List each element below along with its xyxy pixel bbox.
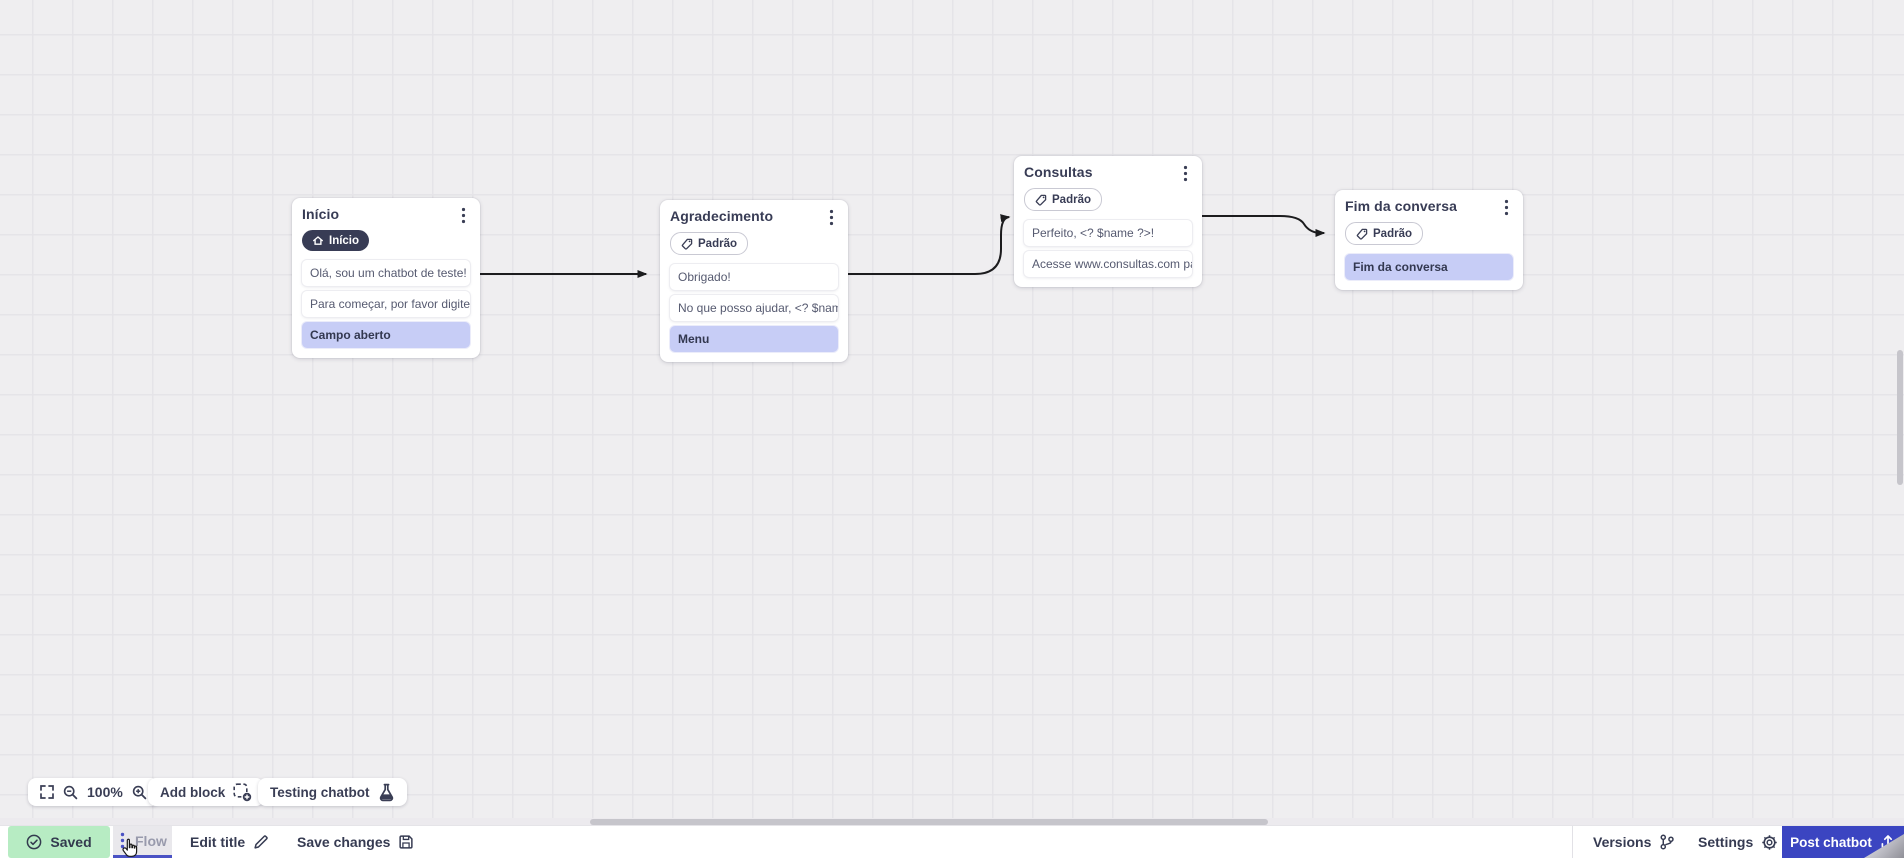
post-chatbot-button[interactable]: Post chatbot [1782, 826, 1904, 858]
add-block-label: Add block [160, 784, 226, 800]
zoom-toolbar: 100% [28, 778, 159, 806]
git-branch-icon [1660, 834, 1675, 850]
message-box[interactable]: No que posso ajudar, <? $name ... [670, 295, 838, 321]
add-block-button[interactable]: Add block [148, 778, 265, 806]
statusbar-divider [1572, 826, 1573, 858]
versions-button[interactable]: Versions [1593, 826, 1675, 858]
zoom-out-button[interactable] [63, 785, 78, 800]
badge-label: Padrão [1373, 227, 1412, 240]
versions-label: Versions [1593, 834, 1652, 850]
kebab-menu-icon[interactable] [1178, 164, 1192, 182]
fullscreen-button[interactable] [40, 785, 54, 799]
tag-icon [681, 238, 693, 250]
tab-flow[interactable]: Flow [113, 826, 172, 858]
node-header: Agradecimento [670, 208, 838, 230]
node-badge-padrao: Padrão [670, 232, 748, 255]
fullscreen-icon [40, 785, 54, 799]
node-title: Início [302, 206, 340, 222]
action-box-menu[interactable]: Menu [670, 326, 838, 352]
message-box[interactable]: Para começar, por favor digite o ... [302, 291, 470, 317]
horizontal-scrollbar-thumb[interactable] [590, 819, 1268, 825]
flask-icon [379, 783, 393, 801]
bottom-status-bar: Saved Flow Edit title Save changes Versi… [0, 825, 1904, 858]
zoom-level-label: 100% [87, 784, 123, 800]
message-box[interactable]: Obrigado! [670, 264, 838, 290]
check-circle-icon [27, 834, 42, 850]
zoom-in-icon [132, 785, 147, 799]
node-badge-inicio: Início [302, 230, 370, 251]
vertical-scrollbar-thumb[interactable] [1897, 350, 1903, 485]
gear-icon [1762, 834, 1777, 850]
action-box-campo-aberto[interactable]: Campo aberto [302, 322, 470, 348]
post-chatbot-label: Post chatbot [1790, 834, 1872, 850]
node-header: Início [302, 206, 470, 228]
edit-title-label: Edit title [190, 834, 246, 850]
node-badge-padrao: Padrão [1345, 222, 1423, 245]
connector-consultas-fim [1202, 215, 1326, 237]
add-block-icon [233, 782, 252, 801]
flow-node-agradecimento[interactable]: Agradecimento Padrão Obrigado! No que po… [660, 200, 848, 362]
node-badge-padrao: Padrão [1024, 188, 1102, 211]
node-header: Fim da conversa [1345, 198, 1513, 220]
kebab-menu-icon[interactable] [120, 832, 125, 849]
badge-label: Início [329, 234, 360, 247]
message-box[interactable]: Acesse www.consultas.com par... [1024, 251, 1192, 277]
settings-button[interactable]: Settings [1698, 826, 1778, 858]
tag-icon [1035, 194, 1047, 206]
badge-label: Padrão [1052, 193, 1091, 206]
saved-label: Saved [50, 834, 92, 850]
flow-node-consultas[interactable]: Consultas Padrão Perfeito, <? $name ?>! … [1014, 156, 1202, 287]
node-title: Agradecimento [670, 208, 774, 224]
kebab-menu-icon[interactable] [1499, 198, 1513, 216]
testing-chatbot-label: Testing chatbot [270, 784, 370, 800]
node-header: Consultas [1024, 164, 1192, 186]
message-box[interactable]: Olá, sou um chatbot de teste! [302, 260, 470, 286]
home-icon [313, 236, 323, 245]
flow-node-fim-da-conversa[interactable]: Fim da conversa Padrão Fim da conversa [1335, 190, 1523, 290]
kebab-menu-icon[interactable] [824, 208, 838, 226]
flow-tab-label: Flow [135, 832, 167, 849]
kebab-menu-icon[interactable] [456, 206, 470, 224]
connector-agradecimento-consultas [848, 214, 1011, 275]
save-changes-label: Save changes [297, 834, 391, 850]
zoom-out-icon [63, 785, 78, 799]
message-box[interactable]: Perfeito, <? $name ?>! [1024, 220, 1192, 246]
settings-label: Settings [1698, 834, 1754, 850]
pencil-icon [254, 835, 268, 849]
saved-status-badge: Saved [8, 826, 110, 858]
action-box-fim-da-conversa[interactable]: Fim da conversa [1345, 254, 1513, 280]
badge-label: Padrão [698, 237, 737, 250]
save-changes-button[interactable]: Save changes [297, 826, 414, 858]
node-title: Fim da conversa [1345, 198, 1457, 214]
edit-title-button[interactable]: Edit title [190, 826, 269, 858]
flow-node-inicio[interactable]: Início Início Olá, sou um chatbot de tes… [292, 198, 480, 358]
node-title: Consultas [1024, 164, 1093, 180]
zoom-in-button[interactable] [132, 785, 147, 800]
tag-icon [1356, 228, 1368, 240]
save-icon [399, 835, 414, 849]
testing-chatbot-button[interactable]: Testing chatbot [258, 778, 407, 806]
